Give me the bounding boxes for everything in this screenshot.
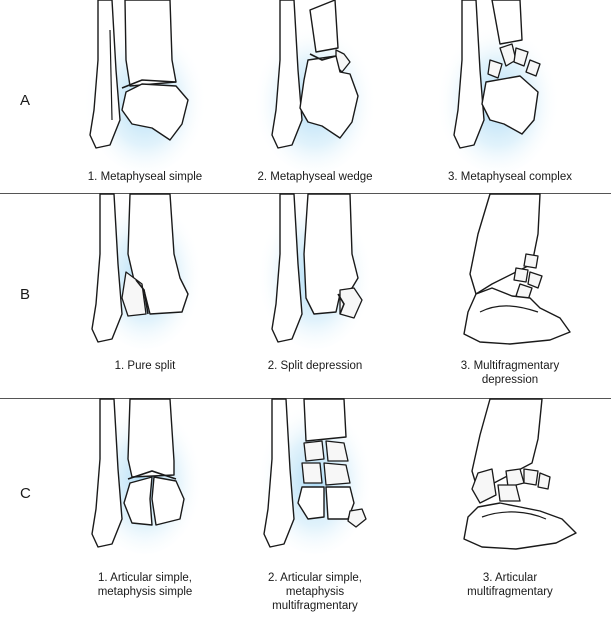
caption-a2: 2. Metaphyseal wedge [257,171,373,183]
panel-a1: 1. Metaphyseal simple [70,0,220,192]
bone-illustration-c3 [463,398,577,550]
caption-a3: 3. Metaphyseal complex [447,171,572,183]
row-c: C 1. Articular simple, metaphysis simple… [0,394,611,624]
caption-b2: 2. Split depression [267,360,363,372]
panel-a3: 3. Metaphyseal complex [420,0,600,192]
bone-illustration-b2 [257,189,373,349]
panel-c3: 3. Articular multifragmentary [420,398,600,621]
bone-illustration-c1 [87,394,203,554]
row-b: B 1. Pure split 2. Split depression [0,189,611,396]
panel-b3: 3. Multifragmentary depression [420,193,600,394]
bone-illustration-a1 [83,0,207,173]
panel-b1: 1. Pure split [70,189,220,394]
bone-illustration-c2 [257,394,373,554]
bone-illustration-b1 [87,189,203,349]
caption-a1: 1. Metaphyseal simple [87,171,203,183]
row-a: A 1. Metaphyseal simple 2. Metaphyseal w… [0,0,611,192]
row-label-c: C [20,485,31,502]
row-label-a: A [20,92,31,109]
panel-a2: 2. Metaphyseal wedge [240,0,390,192]
caption-b3: 3. Multifragmentary depression [460,360,560,386]
caption-c2: 2. Articular simple, metaphysis multifra… [268,572,362,612]
bone-illustration-b3 [463,193,571,345]
caption-c3: 3. Articular multifragmentary [467,572,553,598]
panel-c2: 2. Articular simple, metaphysis multifra… [240,394,390,621]
panel-c1: 1. Articular simple, metaphysis simple [70,394,220,621]
panel-b2: 2. Split depression [240,189,390,394]
bone-illustration-a2 [253,0,377,173]
caption-b1: 1. Pure split [114,360,176,372]
caption-c1: 1. Articular simple, metaphysis simple [97,572,193,598]
row-label-b: B [20,286,31,303]
bone-illustration-a3 [436,0,560,173]
